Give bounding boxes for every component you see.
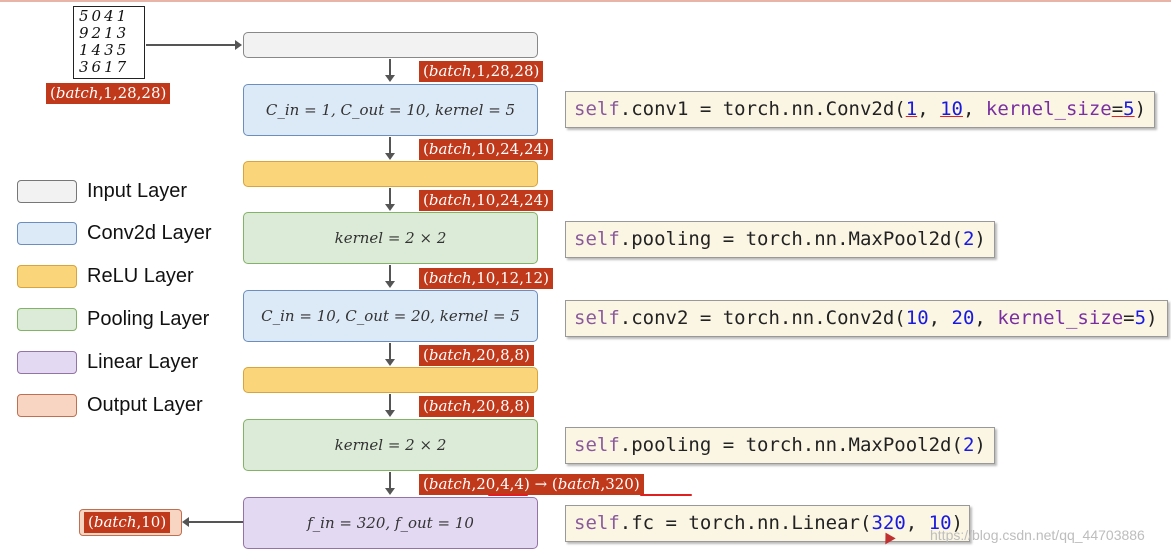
input-layer	[243, 32, 538, 58]
watermark: https://blog.csdn.net/qq_44703886	[930, 527, 1145, 543]
legend-swatch	[17, 179, 77, 203]
pool2-layer: kernel = 2 × 2	[243, 419, 538, 471]
code-fc: self.fc = torch.nn.Linear(320, 10)	[565, 505, 970, 542]
legend-pooling: Pooling Layer	[17, 307, 209, 331]
shape-tag: (batch,10,24,24)	[419, 190, 553, 211]
shape-tag: (batch,20,8,8)	[419, 396, 534, 417]
arrow-to-output	[182, 517, 243, 527]
mnist-digits-image: 5041 9213 1435 3617	[73, 6, 145, 79]
legend-swatch	[17, 307, 77, 331]
flow-arrow	[385, 394, 395, 417]
arrow-to-input	[146, 40, 242, 50]
legend-output: Output Layer	[17, 393, 203, 417]
legend-linear: Linear Layer	[17, 350, 198, 374]
shape-tag: (batch,1,28,28)	[419, 61, 544, 82]
shape-tag: (batch,20,8,8)	[419, 345, 534, 366]
code-pool1: self.pooling = torch.nn.MaxPool2d(2)	[565, 221, 995, 258]
flow-arrow	[385, 137, 395, 160]
conv1-layer: C_in = 1, C_out = 10, kernel = 5	[243, 84, 538, 136]
input-shape-tag: (batch,1,28,28)	[46, 83, 171, 104]
flow-arrow	[385, 343, 395, 366]
legend-conv2d: Conv2d Layer	[17, 221, 212, 245]
shape-tag: (batch,10,24,24)	[419, 139, 553, 160]
linear-layer: f_in = 320, f_out = 10	[243, 497, 538, 549]
flatten-shape-tag: (batch,20,4,4) → (batch,320)	[419, 474, 644, 495]
legend-swatch	[17, 393, 77, 417]
relu2-layer	[243, 367, 538, 393]
output-layer-box: (batch,10)	[79, 509, 182, 536]
digit-row: 1435	[79, 41, 130, 59]
digit-row: 3617	[79, 58, 130, 76]
relu1-layer	[243, 161, 538, 187]
output-shape-tag: (batch,10)	[84, 512, 171, 533]
conv2-layer: C_in = 10, C_out = 20, kernel = 5	[243, 290, 538, 342]
digit-row: 9213	[79, 24, 130, 42]
code-conv2: self.conv2 = torch.nn.Conv2d(10, 20, ker…	[565, 300, 1168, 337]
pool1-layer: kernel = 2 × 2	[243, 212, 538, 264]
legend-input: Input Layer	[17, 179, 187, 203]
digit-row: 5041	[79, 7, 130, 25]
annotation-underline	[640, 494, 692, 496]
flow-arrow	[385, 472, 395, 495]
shape-tag: (batch,10,12,12)	[419, 268, 553, 289]
legend-swatch	[17, 264, 77, 288]
legend-swatch	[17, 350, 77, 374]
legend-relu: ReLU Layer	[17, 264, 194, 288]
flow-arrow	[385, 188, 395, 211]
top-divider	[0, 0, 1171, 2]
code-conv1: self.conv1 = torch.nn.Conv2d(1, 10, kern…	[565, 91, 1155, 128]
legend-swatch	[17, 221, 77, 245]
flow-arrow	[385, 265, 395, 288]
flow-arrow	[385, 59, 395, 82]
annotation-underline	[488, 494, 528, 496]
code-pool2: self.pooling = torch.nn.MaxPool2d(2)	[565, 427, 995, 464]
